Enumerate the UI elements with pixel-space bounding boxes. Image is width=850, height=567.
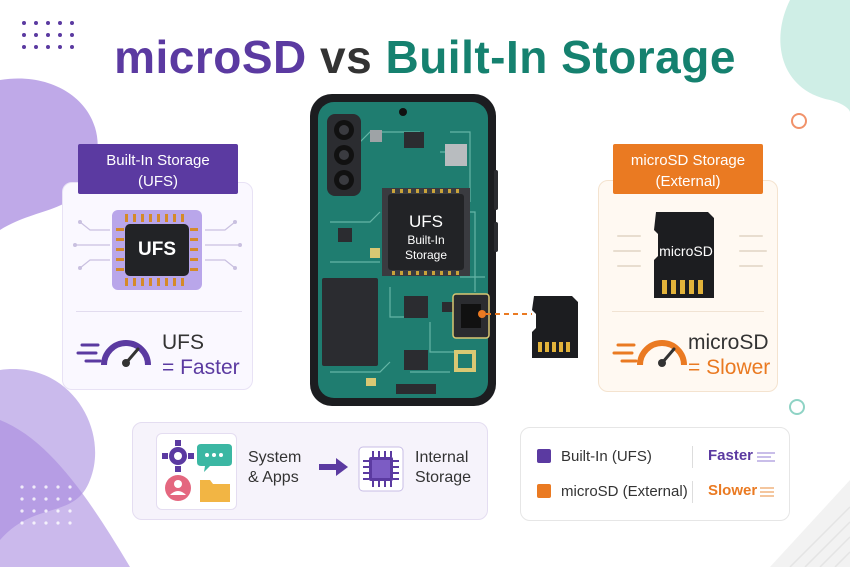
legend-speed-builtin: Faster [708, 447, 754, 464]
builtin-storage-tag-line2: (UFS) [138, 173, 178, 190]
storage-chip-icon [358, 446, 404, 492]
page-title: microSD vs Built-In Storage [0, 30, 850, 84]
flow-source-line1: System [248, 449, 302, 466]
phone-chip-label-line1: UFS [409, 212, 443, 231]
chat-icon [197, 444, 232, 472]
legend-speed-microsd: Slower [708, 482, 758, 499]
microsd-speed-name: microSD [688, 331, 769, 354]
user-icon [165, 475, 191, 501]
microsd-card-graphic [613, 212, 767, 298]
panel-divider-left [76, 311, 242, 312]
microsd-connector-graphic [478, 296, 578, 358]
flow-target-line2: Storage [415, 469, 472, 486]
legend-lines-icon-builtin [757, 452, 775, 462]
slow-gauge-icon [612, 340, 687, 367]
panel-divider-right [612, 311, 764, 312]
microsd-card-label: microSD [659, 243, 713, 259]
legend-label-builtin: Built-In (UFS) [561, 448, 652, 465]
ufs-speed-name: UFS [162, 331, 204, 354]
fast-gauge-icon [76, 340, 151, 367]
builtin-storage-tag: Built-In Storage (UFS) [78, 144, 238, 194]
phone-board-diagram [310, 94, 498, 406]
ufs-chip-graphic [73, 210, 242, 290]
microsd-storage-tag: microSD Storage (External) [613, 144, 763, 194]
gear-icon [162, 440, 194, 472]
legend-swatch-microsd [537, 484, 551, 498]
legend-divider-1 [692, 446, 693, 468]
arrow-right-icon [319, 458, 348, 476]
ufs-chip-label: UFS [138, 239, 176, 260]
builtin-storage-tag-line1: Built-In Storage [106, 152, 210, 169]
legend-label-microsd: microSD (External) [561, 483, 688, 500]
system-apps-icons [162, 440, 232, 502]
legend-lines-icon-microsd [760, 487, 774, 497]
flow-target-line1: Internal [415, 449, 469, 466]
title-vs: vs [320, 31, 373, 83]
title-builtin-storage: Built-In Storage [385, 31, 736, 83]
microsd-storage-tag-line2: (External) [655, 173, 721, 190]
legend-swatch-builtin [537, 449, 551, 463]
legend-divider-2 [692, 481, 693, 503]
title-microsd: microSD [114, 31, 307, 83]
legend-panel [520, 427, 790, 521]
flow-source-line2: & Apps [248, 469, 299, 486]
phone-chip-label-line2: Built-In [407, 233, 445, 247]
microsd-speed-value: = Slower [688, 356, 771, 379]
phone-chip-label-line3: Storage [404, 248, 448, 262]
ufs-speed-value: = Faster [162, 356, 240, 379]
folder-icon [200, 480, 230, 502]
microsd-storage-tag-line1: microSD Storage [630, 152, 746, 169]
